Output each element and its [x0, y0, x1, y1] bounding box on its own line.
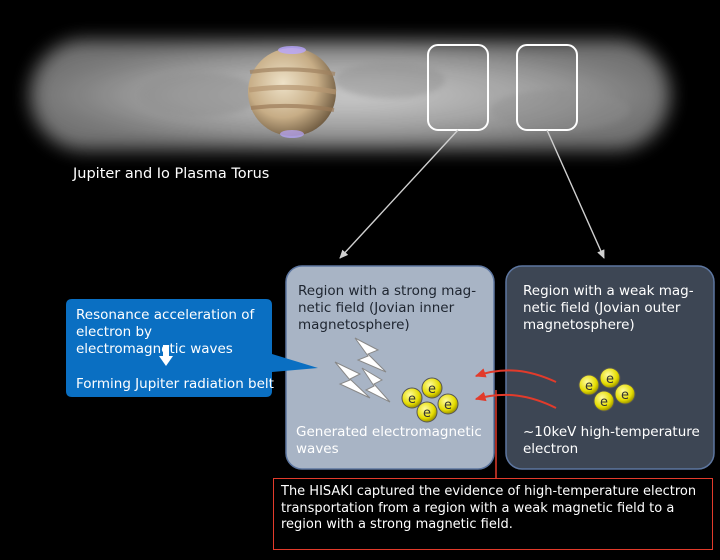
electron-cluster-weak: e e e e — [578, 367, 636, 412]
svg-text:e: e — [423, 406, 431, 421]
lightning-icon — [334, 337, 391, 403]
electron-icon: e — [578, 374, 600, 396]
electron-icon: e — [614, 383, 636, 405]
radiation-belt-text: Forming Jupiter radiation belt — [76, 376, 274, 392]
electron-label: ~10keV high-temperature electron — [523, 424, 700, 457]
weak-region-pointer — [546, 129, 605, 259]
electron-icon: e — [421, 377, 443, 399]
resonance-callout — [66, 299, 318, 397]
waves-label: Generated electromagnetic waves — [296, 424, 482, 457]
resonance-text: Resonance acceleration of electron by el… — [76, 307, 255, 357]
down-arrow-icon — [163, 345, 169, 357]
svg-text:e: e — [444, 398, 452, 413]
hisaki-note-box — [273, 478, 713, 550]
plasma-torus — [30, 40, 670, 150]
svg-text:e: e — [606, 372, 614, 387]
electron-icon: e — [593, 390, 615, 412]
electron-icon: e — [416, 401, 438, 423]
svg-text:e: e — [428, 382, 436, 397]
hisaki-note: The HISAKI captured the evidence of high… — [281, 484, 697, 532]
jupiter-planet — [248, 46, 337, 138]
electron-transport-arrows — [474, 368, 557, 409]
electron-icon: e — [401, 387, 423, 409]
torus-caption: Jupiter and Io Plasma Torus — [73, 166, 270, 182]
strong-region-title: Region with a strong mag-netic field (Jo… — [298, 283, 477, 333]
weak-region-title: Region with a weak mag-netic field (Jovi… — [523, 283, 694, 333]
electron-icon: e — [437, 393, 459, 415]
svg-text:e: e — [621, 388, 629, 403]
svg-text:e: e — [408, 392, 416, 407]
svg-text:e: e — [585, 379, 593, 394]
electron-icon: e — [599, 367, 621, 389]
electron-cluster-strong: e e e e — [401, 377, 459, 423]
strong-region-pointer — [339, 129, 459, 259]
svg-text:e: e — [600, 395, 608, 410]
